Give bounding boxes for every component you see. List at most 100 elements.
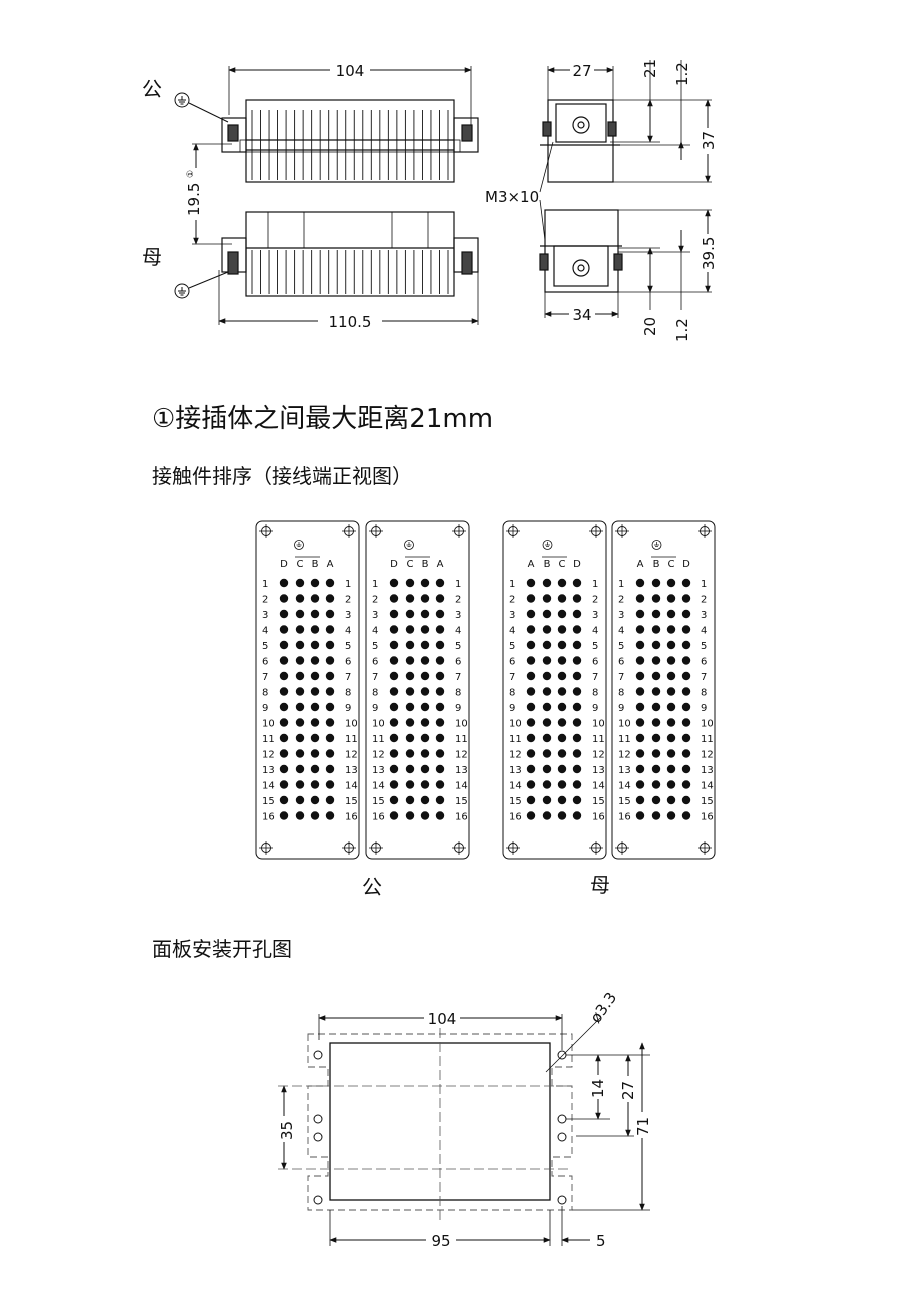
contact-pin (435, 811, 445, 820)
row-label: 4 (372, 626, 378, 637)
contact-pin (405, 718, 415, 727)
contact-pin (557, 718, 567, 727)
contact-pin (651, 718, 661, 727)
contact-pin (666, 640, 676, 650)
dim-side-top-total: 37 (700, 131, 718, 150)
row-label: 1 (372, 579, 378, 590)
contact-pin (405, 671, 415, 681)
female-housing-front (218, 211, 479, 325)
column-label: C (297, 559, 304, 570)
row-label: 6 (592, 657, 598, 668)
contact-pin (635, 795, 645, 805)
contact-pin (666, 733, 676, 743)
contact-pin (557, 594, 567, 603)
row-label: 9 (509, 703, 515, 714)
contact-pin (279, 718, 289, 727)
row-label: 10 (618, 719, 631, 730)
contact-pin (681, 578, 691, 588)
contact-pin (420, 795, 430, 805)
contact-pin (325, 780, 335, 789)
row-label: 8 (345, 688, 351, 699)
contact-pin (651, 702, 661, 712)
contact-pin (325, 687, 335, 696)
row-label: 13 (618, 765, 631, 776)
female-caption: 母 (590, 873, 610, 897)
row-label: 14 (701, 781, 714, 792)
female-housing-fins (251, 250, 449, 294)
contact-pin (557, 764, 567, 774)
contact-pin (526, 718, 536, 727)
contact-pin (666, 702, 676, 712)
contact-pin (666, 656, 676, 665)
contact-pin (405, 795, 415, 805)
dim-side-top-h2: 1.2 (673, 62, 691, 86)
contact-pin (526, 594, 536, 603)
panel-cutout-drawing: 104 ø3.3 14 27 71 35 95 5 (276, 989, 652, 1250)
contact-pin (310, 687, 320, 696)
row-label: 4 (262, 626, 268, 637)
contact-pin (651, 764, 661, 774)
contact-pin (557, 671, 567, 681)
contact-pin (420, 780, 430, 789)
column-label: D (682, 559, 690, 570)
row-label: 12 (262, 750, 275, 761)
contact-pin (420, 671, 430, 681)
column-label: A (528, 559, 535, 570)
contact-pin (325, 749, 335, 758)
contact-pin (651, 749, 661, 758)
contact-pin (325, 733, 335, 743)
earth-ground-icon (404, 540, 414, 550)
row-label: 12 (345, 750, 358, 761)
row-label: 3 (262, 610, 268, 621)
cutout-dim-half-height: 27 (619, 1081, 637, 1100)
column-label: C (407, 559, 414, 570)
contact-pin (279, 578, 289, 588)
contact-pin (681, 671, 691, 681)
contact-pin (279, 656, 289, 665)
contact-pin (435, 609, 445, 619)
contact-pin (420, 718, 430, 727)
dim-side-bottom-width: 34 (572, 306, 591, 324)
contact-pin (389, 795, 399, 805)
contact-pin (325, 594, 335, 603)
contact-pin (651, 625, 661, 634)
row-label: 3 (455, 610, 461, 621)
earth-ground-icon (542, 540, 553, 550)
row-label: 8 (592, 688, 598, 699)
contact-pin (666, 609, 676, 619)
contact-pin (572, 702, 582, 712)
contact-pin (666, 671, 676, 681)
contact-pin (666, 625, 676, 634)
contact-pin (389, 749, 399, 758)
contact-pin (666, 811, 676, 820)
row-label: 2 (509, 595, 515, 606)
contact-pin (542, 764, 552, 774)
contact-pin (435, 764, 445, 774)
row-label: 11 (262, 734, 275, 745)
contact-pin (310, 656, 320, 665)
contact-pin (526, 625, 536, 634)
contact-pin (572, 811, 582, 820)
contact-pin (389, 811, 399, 820)
contact-pin (542, 578, 552, 588)
contact-pin (435, 687, 445, 696)
row-label: 10 (509, 719, 522, 730)
contact-pin (389, 625, 399, 634)
contact-pin (526, 640, 536, 650)
row-label: 9 (592, 703, 598, 714)
contact-pin (542, 656, 552, 665)
row-label: 11 (455, 734, 468, 745)
contact-pin (572, 609, 582, 619)
row-label: 13 (455, 765, 468, 776)
contact-pin (295, 656, 305, 665)
contact-pin (310, 733, 320, 743)
contact-pin (572, 594, 582, 603)
row-label: 16 (262, 812, 275, 823)
contact-pin (405, 594, 415, 603)
contact-pin (295, 780, 305, 789)
row-label: 1 (592, 579, 598, 590)
row-label: 13 (345, 765, 358, 776)
row-label: 7 (372, 672, 378, 683)
contact-pin (651, 671, 661, 681)
contact-pin (389, 687, 399, 696)
